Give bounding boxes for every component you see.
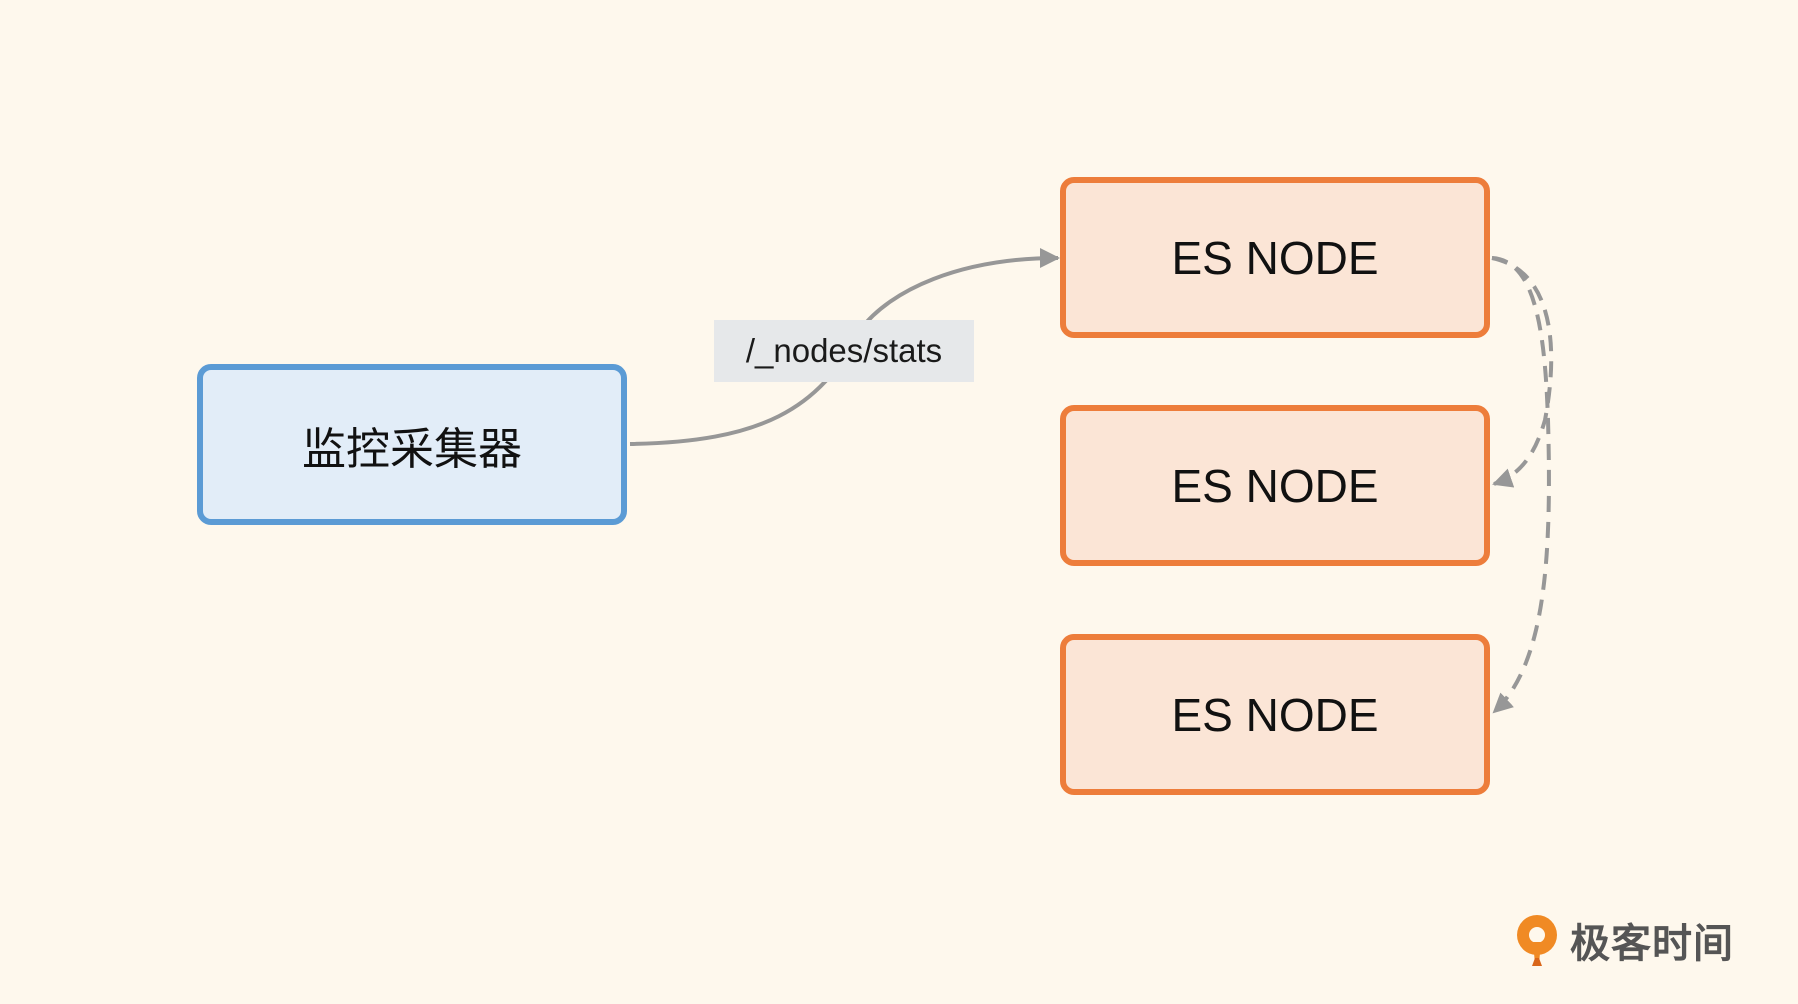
es-node-box-3: ES NODE: [1060, 634, 1490, 795]
es-node-label-3: ES NODE: [1171, 688, 1379, 741]
monitor-collector-box: 监控采集器: [197, 364, 627, 525]
nodes-stats-endpoint-label: /_nodes/stats: [714, 320, 974, 382]
es-node-label-2: ES NODE: [1171, 459, 1379, 512]
geektime-logo-icon: [1517, 915, 1557, 966]
node1-to-node3-dashed-arrow: [1491, 256, 1551, 714]
nodes-stats-endpoint-text: /_nodes/stats: [745, 332, 943, 369]
brand-name: 极客时间: [1570, 921, 1734, 967]
es-node-box-1: ES NODE: [1060, 177, 1490, 338]
node1-to-node2-dashed-arrow: [1491, 256, 1554, 488]
es-node-label-1: ES NODE: [1171, 231, 1379, 284]
es-node-box-2: ES NODE: [1060, 405, 1490, 566]
brand-watermark: 极客时间: [1512, 910, 1734, 970]
monitor-collector-label: 监控采集器: [302, 423, 522, 475]
